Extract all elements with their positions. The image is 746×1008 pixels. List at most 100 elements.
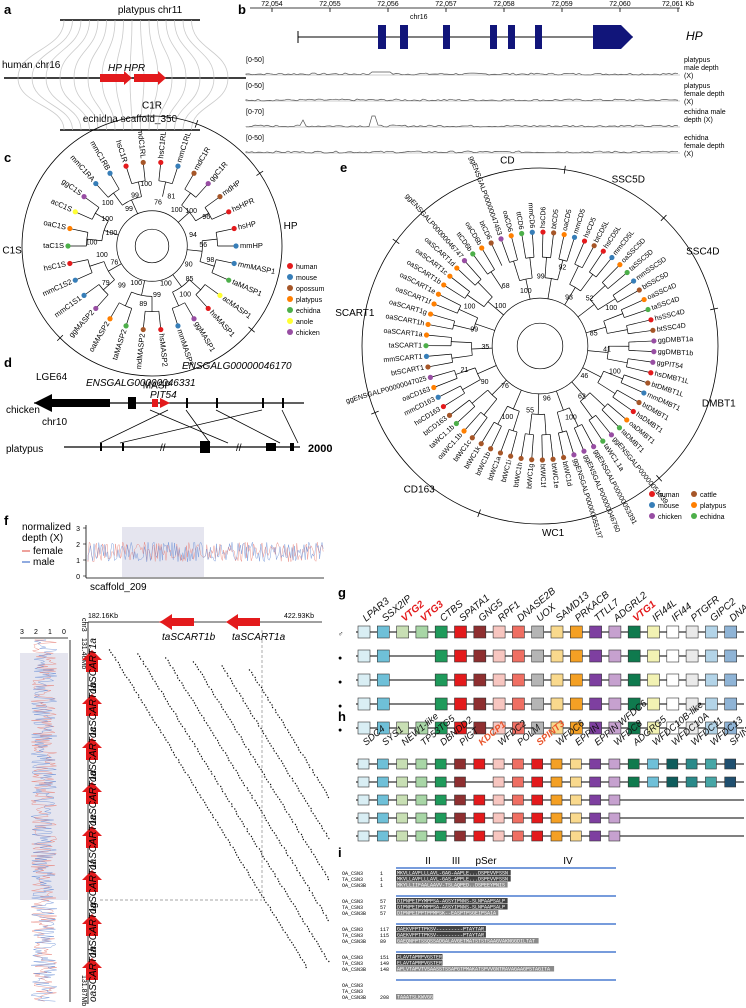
i-seqpos: 115 <box>380 933 389 939</box>
legend-c: humanmouseopossumplatypusechidnaanolechi… <box>287 263 325 337</box>
legend-e-mouse: mouse <box>658 503 679 510</box>
hp-arrow <box>100 71 132 85</box>
f-legend-male: male <box>33 557 55 568</box>
panel-h-label: h <box>338 709 346 724</box>
h-box <box>357 758 370 770</box>
bootstrap-e: 100 <box>565 415 577 422</box>
h-box <box>512 758 524 770</box>
scale-label: 2000 <box>308 443 332 455</box>
leaf-dot <box>581 448 587 454</box>
g-box <box>454 721 467 735</box>
i-seqpos: 117 <box>380 927 389 933</box>
leaf-dot <box>158 159 164 166</box>
leaf-label: ggMASP1 <box>193 320 218 354</box>
leaf-dot <box>226 209 232 215</box>
legend-e-platypus: platypus <box>700 503 727 510</box>
h-box <box>357 830 370 842</box>
bootstrap-e: 21 <box>461 367 469 374</box>
side-gene-arrow <box>82 958 102 980</box>
f-ytick-2: 1 <box>76 558 80 565</box>
legend-c-platypus: platypus <box>296 297 323 304</box>
g-species-3: ● <box>338 703 342 710</box>
h-box <box>492 812 505 824</box>
side-gene-arrow <box>82 870 102 892</box>
leaf-dot <box>645 306 651 313</box>
h-box <box>376 758 389 770</box>
f-x-end: 422.93Kb <box>284 613 314 620</box>
g-box <box>666 625 680 639</box>
g-box <box>357 649 371 663</box>
i-seqpos: 1 <box>380 871 383 877</box>
leaf-label: oaCD5 <box>562 209 573 232</box>
leaf-dot <box>67 260 73 267</box>
g-box <box>492 649 506 663</box>
bootstrap: 99 <box>118 282 126 289</box>
bootstrap: 96 <box>202 214 210 221</box>
i-seq: DIPNPEIPPTPPMPSK--EASPTPSGEIPSAIA <box>397 911 496 917</box>
i-seqname: TA_CSN3 <box>342 905 363 911</box>
svg-text://: // <box>160 443 166 454</box>
h-box <box>608 830 621 842</box>
panel-g-label: g <box>338 585 346 600</box>
region-0: II <box>425 856 431 867</box>
g-box <box>666 673 680 687</box>
gene-ens2: ENSGALG00000046170 <box>182 361 292 372</box>
leaf-dot <box>550 456 556 462</box>
clade-2: MASP <box>143 381 172 392</box>
g-box <box>666 721 680 735</box>
h-box <box>724 758 737 770</box>
g-box <box>569 697 583 711</box>
h-box <box>512 776 524 788</box>
leaf-label: taMASP2 <box>110 328 128 361</box>
leaf-dot <box>488 240 494 246</box>
f-lefttick-0: 3 <box>20 629 24 636</box>
leaf-dot <box>648 317 654 323</box>
panel-f-label: f <box>4 513 9 528</box>
g-species-0: ♂ <box>338 631 343 638</box>
g-box <box>705 697 718 711</box>
leaf-dot <box>650 359 656 365</box>
track-name3-1: (X) <box>684 99 693 106</box>
legend-c-opossum: opossum <box>296 286 325 293</box>
bootstrap-e: 76 <box>501 383 509 390</box>
legend-c-anole: anole <box>296 319 313 326</box>
h-box <box>492 758 505 770</box>
leaf-label: oaC1S <box>43 218 67 232</box>
bootstrap: 81 <box>167 194 175 201</box>
leaf-dot <box>191 316 197 322</box>
bootstrap: 100 <box>140 181 152 188</box>
leaf-dot <box>93 305 99 312</box>
g-box <box>492 721 506 735</box>
leaf-dot <box>551 230 557 236</box>
g-box <box>357 721 371 735</box>
bootstrap: 100 <box>130 280 142 287</box>
leaf-dot <box>498 236 504 242</box>
leaf-dot <box>508 233 514 239</box>
h-box <box>376 776 389 788</box>
leaf-label: hsHP <box>237 219 257 232</box>
leaf-label: hsHPR <box>230 196 256 214</box>
h-box <box>569 830 582 842</box>
panel-a-bottom-label: echidna scaffold_350 <box>83 114 178 125</box>
bootstrap: 100 <box>160 281 172 288</box>
i-seqname: TA_CSN3 <box>342 961 363 967</box>
g-box <box>724 697 738 711</box>
legend-c-human: human <box>296 264 318 271</box>
leaf-dot <box>624 269 630 276</box>
leaf-label: hsMASP2 <box>157 333 169 367</box>
g-box <box>434 697 448 711</box>
leaf-dot <box>423 343 429 349</box>
g-box <box>454 673 467 687</box>
side-gene-4: oaSCART1e <box>88 814 99 870</box>
g-box <box>589 649 602 663</box>
h-box <box>492 776 505 788</box>
g-box <box>473 649 487 663</box>
i-seqname: OA_CSN3B <box>342 911 366 917</box>
h-box <box>415 812 428 824</box>
g-box <box>724 721 738 735</box>
track-name1-1: platypus <box>684 83 711 90</box>
i-seqname: OA_CSN3B <box>342 883 366 889</box>
leaf-dot <box>469 435 475 441</box>
b-tick-3: 72,057 <box>435 1 457 8</box>
